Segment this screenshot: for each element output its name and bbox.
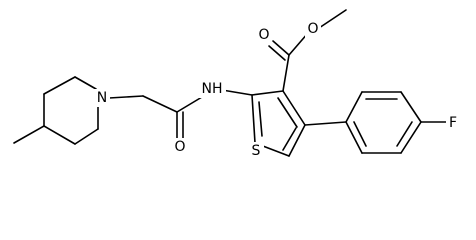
bond-pip-n-c2: [74, 76, 97, 90]
bond-aryl-inner-3: [353, 121, 367, 147]
bond-pip-c5-c6: [74, 128, 99, 145]
bond-aryl-1: [345, 91, 363, 123]
ester-oxygen-carbonyl-label: O: [258, 27, 269, 43]
bonds: [13, 9, 449, 157]
bond-ester-carbonyl-double-b: [268, 45, 286, 61]
thiophene-sulfur-label: S: [252, 143, 261, 159]
amide-oxygen-label: O: [174, 139, 185, 155]
bond-thiophene-c3-c4-b: [277, 97, 298, 128]
molecule-structure-diagram: O O NH O N S F: [13, 9, 460, 160]
bond-amide-n-c: [176, 96, 203, 113]
bond-thiophene-c2-s: [251, 94, 256, 144]
bond-pip-c4-c5: [43, 125, 76, 145]
bond-ester-carbonyl-double-a: [272, 40, 290, 56]
bond-pip-c4-methyl: [13, 125, 45, 144]
bond-ester-c-thiophene: [282, 54, 290, 92]
bond-thiophene-c5-c4-b: [282, 127, 297, 151]
bond-pip-c2-c3: [43, 76, 76, 95]
bond-ester-o-carbonyl-c: [288, 32, 309, 56]
fluorine-label: F: [449, 115, 457, 131]
bond-methoxy-methyl: [318, 9, 347, 29]
ester-oxygen-methoxy-label: O: [307, 21, 318, 37]
amide-nitrogen-label: NH: [202, 81, 223, 97]
bond-c4-aryl: [304, 121, 347, 126]
bond-thiophene-c5-c4-a: [288, 124, 306, 157]
atom-labels: O O NH O N S F: [94, 20, 460, 160]
bond-amide-c-ch2: [142, 95, 178, 113]
bond-c2-amide-n: [221, 89, 253, 96]
bond-aryl-inner-2: [396, 121, 413, 147]
bond-aryl-4: [400, 121, 422, 154]
bond-thiophene-c3-c2: [251, 90, 284, 96]
bond-aryl-3: [400, 91, 422, 123]
bond-ch2-piperidine-n: [108, 95, 144, 99]
bond-thiophene-c2-double: [258, 101, 263, 137]
piperidine-nitrogen-label: N: [97, 90, 107, 106]
bond-thiophene-c3-c4-a: [282, 90, 306, 126]
bond-aryl-6: [345, 121, 363, 154]
